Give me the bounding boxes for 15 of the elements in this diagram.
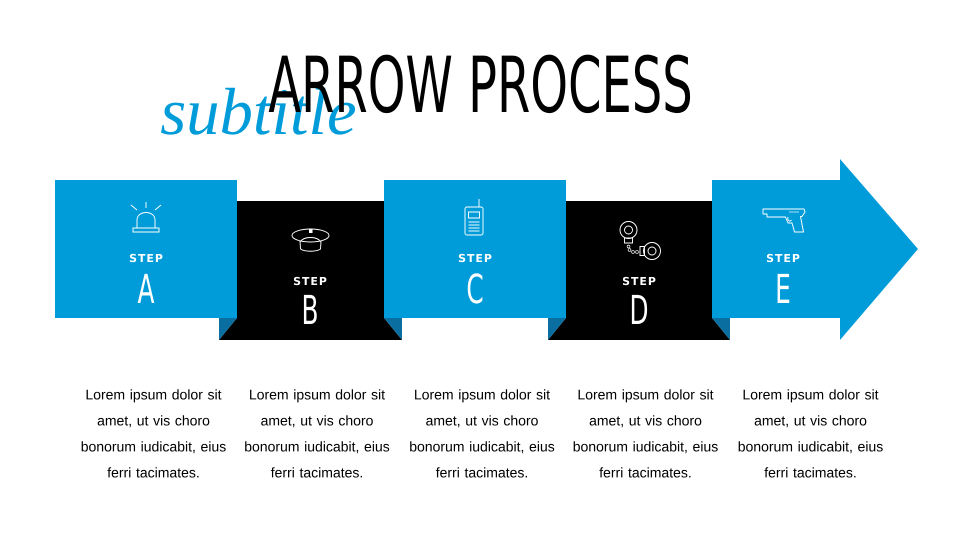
step-letter: B xyxy=(304,294,317,324)
description-text: Lorem ipsum dolor sit amet, ut vis choro bonorum iudicabit, eius ferri tacimates. xyxy=(82,389,226,478)
description-text: Lorem ipsum dolor sit amet, ut vis choro bonorum iudicabit, eius ferri tacimates. xyxy=(574,389,718,478)
step-label: STEP xyxy=(458,254,492,262)
step-letter: D xyxy=(632,294,648,324)
description-text: Lorem ipsum dolor sit amet, ut vis choro bonorum iudicabit, eius ferri tacimates. xyxy=(245,389,390,478)
description-text: Lorem ipsum dolor sit amet, ut vis choro bonorum iudicabit, eius ferri tacimates. xyxy=(738,389,883,478)
step-letter: A xyxy=(138,274,154,303)
step-label: STEP xyxy=(130,254,162,262)
step-label: STEP xyxy=(294,276,326,286)
step-letter: E xyxy=(778,274,790,303)
description-text: Lorem ipsum dolor sit amet, ut vis choro bonorum iudicabit, eius ferri tacimates. xyxy=(410,389,554,478)
step-label: STEP xyxy=(766,254,800,262)
step-letter: C xyxy=(468,273,482,304)
step-label: STEP xyxy=(622,276,656,286)
